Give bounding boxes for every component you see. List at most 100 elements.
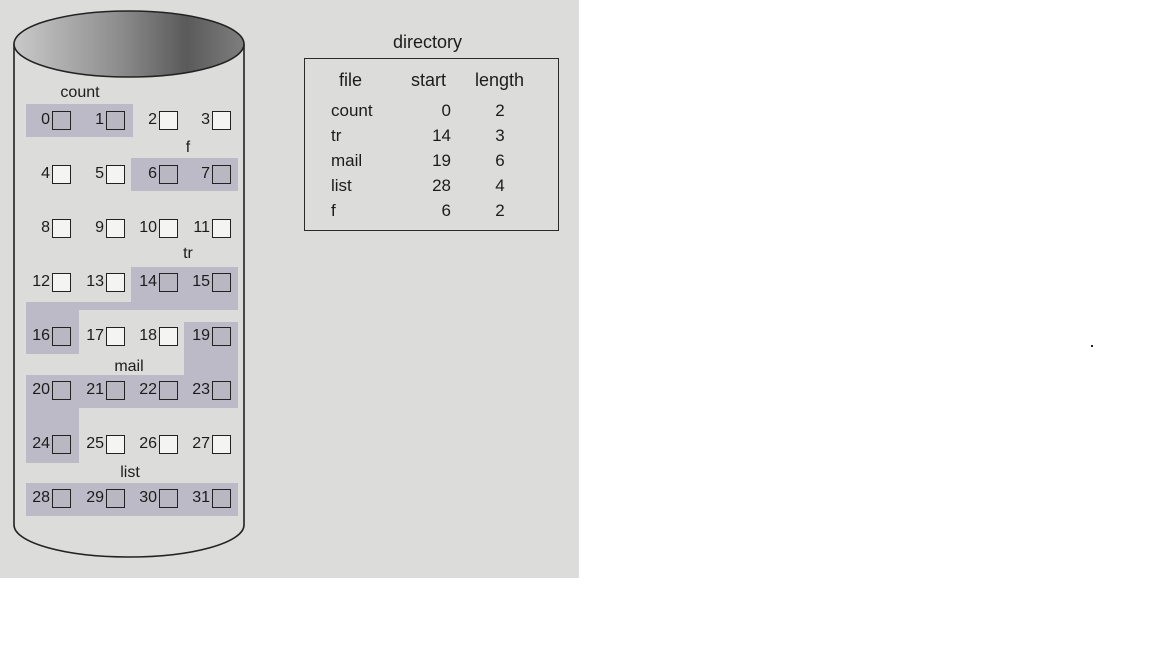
- block-square: [159, 434, 178, 454]
- disk-block: 18: [139, 326, 178, 346]
- block-number: 24: [32, 435, 50, 452]
- block-number: 20: [32, 381, 50, 398]
- block-square: [159, 272, 178, 292]
- disk-block: 15: [192, 272, 231, 292]
- block-square: [52, 380, 71, 400]
- block-square: [106, 380, 125, 400]
- disk-block: 25: [86, 434, 125, 454]
- block-square: [106, 434, 125, 454]
- disk-block: 29: [86, 488, 125, 508]
- block-number: 2: [148, 111, 157, 128]
- disk-block: 7: [201, 164, 231, 184]
- block-number: 17: [86, 327, 104, 344]
- block-number: 13: [86, 273, 104, 290]
- disk-block: 26: [139, 434, 178, 454]
- header-file: file: [339, 70, 363, 90]
- disk-block: 0: [41, 110, 71, 130]
- disk-block: 31: [192, 488, 231, 508]
- disk-block: 22: [139, 380, 178, 400]
- disk-label-tr: tr: [183, 245, 193, 262]
- block-number: 0: [41, 111, 50, 128]
- disk-block: 3: [201, 110, 231, 130]
- disk-block: 14: [139, 272, 178, 292]
- block-square: [106, 488, 125, 508]
- block-number: 28: [32, 489, 50, 506]
- directory-table: file start length count 0 2 tr 14 3 mail…: [304, 58, 559, 231]
- block-number: 29: [86, 489, 104, 506]
- block-number: 3: [201, 111, 210, 128]
- row-3-start: 28: [432, 176, 451, 195]
- disk-label-f: f: [185, 139, 191, 156]
- disk-block: 19: [192, 326, 231, 346]
- block-number: 22: [139, 381, 157, 398]
- row-2-start: 19: [432, 151, 451, 170]
- disk-label-list: list: [120, 464, 140, 481]
- disk-label-count: count: [60, 84, 100, 101]
- disk-block: 13: [86, 272, 125, 292]
- block-number: 14: [139, 273, 157, 290]
- block-square: [106, 326, 125, 346]
- block-number: 6: [148, 165, 157, 182]
- row-4-length: 2: [495, 201, 505, 220]
- tr-highlight-b: [26, 302, 133, 310]
- disk-block: 30: [139, 488, 178, 508]
- row-2-length: 6: [495, 151, 505, 170]
- row-3-file: list: [331, 176, 352, 195]
- block-number: 23: [192, 381, 210, 398]
- disk-label-mail: mail: [114, 358, 144, 375]
- disk-block: 1: [95, 110, 125, 130]
- block-square: [212, 218, 231, 238]
- header-start: start: [411, 70, 447, 90]
- row-2-file: mail: [331, 151, 363, 170]
- block-square: [212, 110, 231, 130]
- block-square: [212, 272, 231, 292]
- block-square: [159, 218, 178, 238]
- block-square: [159, 110, 178, 130]
- block-square: [106, 218, 125, 238]
- row-1-length: 3: [495, 126, 505, 145]
- block-square: [52, 272, 71, 292]
- block-square: [159, 326, 178, 346]
- block-number: 11: [193, 219, 210, 236]
- row-1-file: tr: [331, 126, 342, 145]
- disk-block: 4: [41, 164, 71, 184]
- block-square: [159, 380, 178, 400]
- block-number: 1: [95, 111, 104, 128]
- disk-block: 20: [32, 380, 71, 400]
- block-number: 18: [139, 327, 157, 344]
- disk-block: 10: [139, 218, 178, 238]
- block-square: [106, 110, 125, 130]
- disk-block: 2: [148, 110, 178, 130]
- block-square: [159, 488, 178, 508]
- disk-block: 17: [86, 326, 125, 346]
- block-square: [52, 164, 71, 184]
- block-square: [52, 326, 71, 346]
- block-square: [212, 434, 231, 454]
- block-square: [52, 218, 71, 238]
- row-0-length: 2: [495, 101, 505, 120]
- disk-block: 11: [193, 218, 231, 238]
- directory-title: directory: [393, 32, 463, 52]
- block-number: 5: [95, 165, 104, 182]
- block-square: [212, 164, 231, 184]
- row-3-length: 4: [495, 176, 505, 195]
- disk-block: 9: [95, 218, 125, 238]
- row-0-file: count: [331, 101, 373, 120]
- block-number: 4: [41, 165, 50, 182]
- disk-block: 6: [148, 164, 178, 184]
- block-number: 26: [139, 435, 157, 452]
- disk-block: 12: [32, 272, 71, 292]
- block-number: 31: [192, 489, 210, 506]
- disk-block: 16: [32, 326, 71, 346]
- block-number: 12: [32, 273, 50, 290]
- block-square: [159, 164, 178, 184]
- block-number: 10: [139, 219, 157, 236]
- block-number: 30: [139, 489, 157, 506]
- block-number: 8: [41, 219, 50, 236]
- disk-block: 23: [192, 380, 231, 400]
- disk-block: 8: [41, 218, 71, 238]
- block-number: 19: [192, 327, 210, 344]
- block-square: [212, 380, 231, 400]
- block-number: 21: [86, 381, 104, 398]
- block-number: 25: [86, 435, 104, 452]
